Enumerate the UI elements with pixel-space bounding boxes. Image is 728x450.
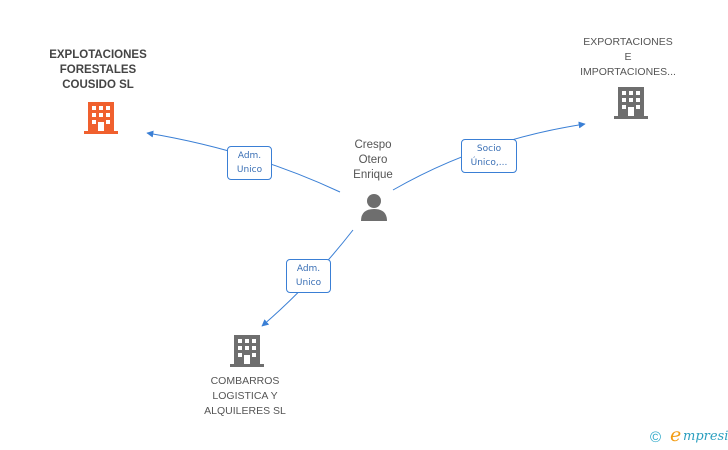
relation-text: Adm. <box>237 151 262 161</box>
company-label-exportaciones[interactable]: EXPORTACIONES E IMPORTACIONES... <box>568 35 688 80</box>
relation-text: Único,... <box>470 158 508 168</box>
relation-label-adm-unico[interactable]: Adm. Unico <box>286 259 331 293</box>
relation-text: Socio <box>476 144 502 154</box>
company-name-line: COUSIDO SL <box>62 79 134 91</box>
company-name-line: E <box>624 51 632 63</box>
building-icon[interactable] <box>84 102 118 134</box>
person-name-line: Enrique <box>353 169 393 181</box>
relation-label-adm-unico[interactable]: Adm. Unico <box>227 146 272 180</box>
brand-logo-text: mpresia <box>683 429 728 444</box>
person-name-line: Otero <box>358 154 388 166</box>
relation-text: Unico <box>295 278 322 288</box>
relation-text: Adm. <box>296 264 321 274</box>
company-label-combarros[interactable]: COMBARROS LOGISTICA Y ALQUILERES SL <box>185 374 305 419</box>
company-name-line: FORESTALES <box>59 64 137 76</box>
company-label-explotaciones[interactable]: EXPLOTACIONES FORESTALES COUSIDO SL <box>38 48 158 93</box>
building-icon[interactable] <box>614 87 648 119</box>
company-name-line: LOGISTICA Y <box>212 390 278 402</box>
company-name-line: IMPORTACIONES... <box>580 66 676 78</box>
person-icon[interactable] <box>360 193 388 221</box>
company-name-line: EXPLOTACIONES <box>49 49 147 61</box>
company-name-line: ALQUILERES SL <box>204 405 286 417</box>
brand-logo-e: e <box>670 424 682 446</box>
company-name-line: EXPORTACIONES <box>583 36 673 48</box>
copyright-symbol: © <box>650 429 662 446</box>
relation-label-socio-unico[interactable]: Socio Único,... <box>461 139 517 173</box>
company-name-line: COMBARROS <box>210 375 280 387</box>
relation-text: Unico <box>236 165 263 175</box>
person-name-line: Crespo <box>354 139 392 151</box>
person-label[interactable]: Crespo Otero Enrique <box>332 138 414 183</box>
building-icon[interactable] <box>230 335 264 367</box>
